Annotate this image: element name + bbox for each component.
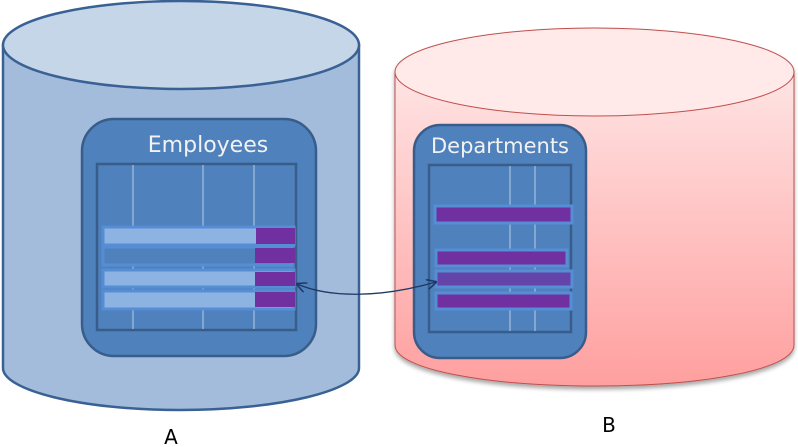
employees-row[interactable]	[101, 268, 296, 289]
departments-row[interactable]	[434, 269, 574, 289]
employees-row[interactable]	[101, 225, 296, 247]
database-b-top	[394, 27, 795, 117]
database-b-label: B	[602, 413, 616, 437]
database-a-top	[1, 0, 361, 91]
employees-row[interactable]	[101, 245, 295, 267]
employees-table[interactable]: Employees	[80, 117, 318, 358]
departments-row[interactable]	[434, 291, 573, 311]
employees-row[interactable]	[101, 289, 296, 311]
employees-table-title: Employees	[148, 133, 268, 158]
relationship-arrow[interactable]	[297, 282, 436, 295]
employees-row-key	[255, 248, 295, 263]
departments-table[interactable]: Departments	[412, 123, 588, 360]
employees-row-key	[255, 292, 295, 307]
employees-row-key	[256, 228, 295, 244]
departments-table-title: Departments	[431, 134, 569, 158]
employees-row-key	[255, 272, 295, 286]
database-a-label: A	[164, 425, 178, 447]
departments-row[interactable]	[433, 204, 574, 225]
departments-row[interactable]	[434, 248, 569, 268]
